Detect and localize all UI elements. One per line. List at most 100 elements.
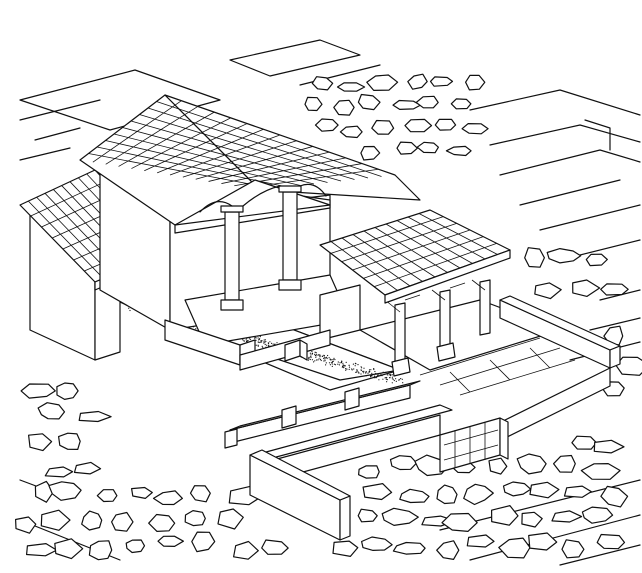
paving-stone [415,95,439,109]
paving-stone [54,538,84,560]
paving-stone [528,532,558,551]
gate [439,417,509,473]
paving-stone [361,536,393,552]
paving-stone [261,539,289,555]
paving-stone [339,125,363,139]
paving-stone [502,481,532,497]
paving-stone [498,537,531,559]
paving-stone [404,118,433,133]
paving-stone [396,141,418,155]
paving-stone [125,539,146,554]
paving-stone [563,485,592,498]
paving-stone [429,76,454,87]
paving-stone [572,279,601,297]
paving-stone [131,486,153,499]
paving-stone [407,73,428,90]
paving-stone [40,509,71,531]
paving-stone [48,481,82,501]
arch [299,183,327,197]
paving-stone [524,247,546,268]
paving-stone [357,93,381,111]
paving-stone [552,454,576,473]
paving-stone [381,507,419,527]
paving-stone [26,542,58,557]
paving-stone [358,465,380,479]
paving-stone [392,99,422,111]
paving-stone [580,463,621,480]
paving-stone [392,541,426,555]
arch [199,201,233,213]
paving-stone [96,489,118,503]
paving-stone [15,516,37,534]
paving-stone [600,283,629,296]
paving-stone [389,455,418,471]
paving-stone [534,282,562,300]
paving-stone [466,534,495,548]
paving-stone [399,488,430,504]
paving-stone [304,96,323,112]
paving-stone [571,435,598,450]
paving-stone [581,506,614,524]
colonnade [199,183,327,311]
paving-stone [311,76,334,91]
paving-stone [314,118,339,132]
paving-stone [184,510,206,527]
main-hall [79,94,421,346]
paving-stone [78,410,112,423]
paving-stone [450,98,472,110]
paving-stone [436,540,460,561]
paving-stone [362,483,393,501]
paving-stone [600,485,629,508]
paving-stone [360,145,381,161]
main-roof-right-slope [164,94,421,201]
enclosure-walls [224,295,621,541]
paving-stone [333,99,355,116]
portico-paving [419,337,576,396]
column [220,205,244,311]
paving-stone [357,508,378,523]
portico-post [479,279,491,336]
paving-stone [57,432,81,450]
column [278,185,302,291]
paving-stone [491,505,519,526]
paving-stone [434,118,457,131]
paving-stone [463,483,494,506]
paving-stone [191,531,216,553]
paving-stone [461,122,489,135]
arch [242,185,281,207]
paving-stone [88,540,113,561]
paving-stone [336,82,366,92]
paving-stone [217,508,244,530]
paving-stone [20,383,56,399]
paving-stone [445,145,472,157]
paving-stone [44,466,74,478]
stone-paving [15,73,642,561]
paving-stone [585,253,608,267]
paving-stone [371,119,395,135]
paving-stone [441,512,478,533]
paving-stone [157,535,184,548]
paving-stone [81,510,103,531]
paving-stone [73,461,102,475]
paving-stone [28,433,53,452]
paving-stone [37,402,66,420]
portico-post [439,289,451,348]
paving-stone [110,511,134,532]
paving-stone [561,539,585,559]
paving-stone [516,453,547,475]
paving-stone [529,481,560,499]
paving-stone [416,141,439,154]
paving-stone [465,74,486,91]
paving-stone [332,540,359,558]
paving-stone [596,533,626,550]
paving-stone [436,484,458,505]
paving-stone [366,74,399,92]
hall-front-walls [164,284,361,371]
paving-stone [488,457,508,475]
paving-stone [189,485,211,503]
paving-stone [148,513,176,533]
paving-stone [152,490,183,506]
paving-stone [233,540,259,560]
paving-stone [521,511,543,528]
